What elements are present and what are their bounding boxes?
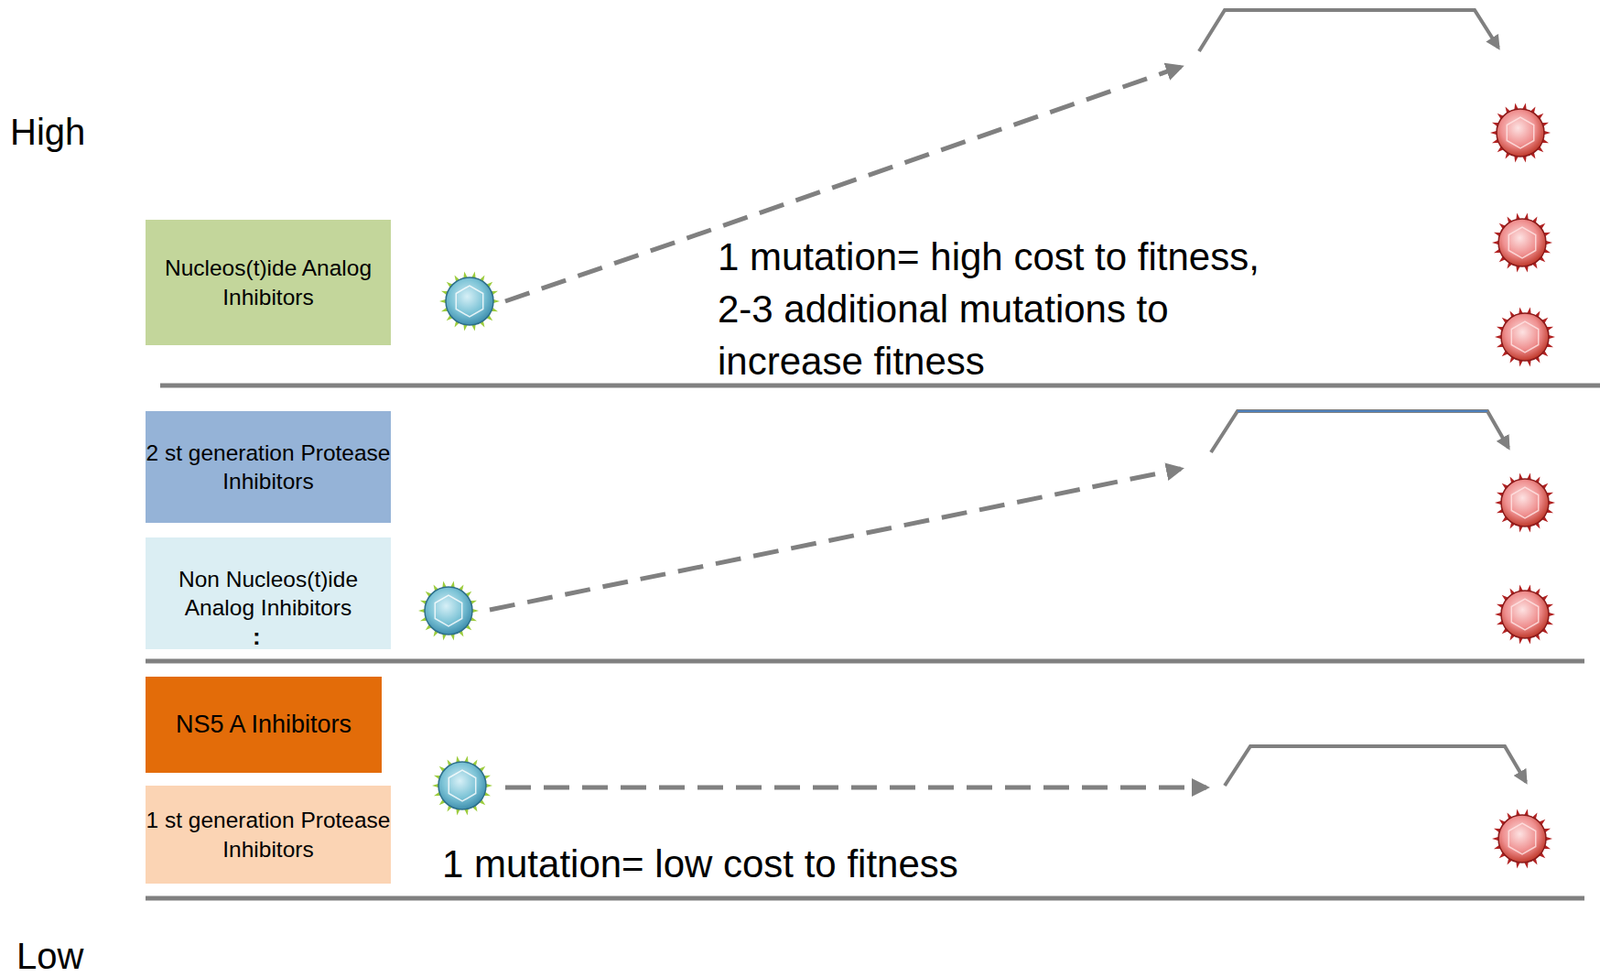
virus-icon: [1494, 584, 1556, 645]
separator: [145, 385, 1600, 898]
drug-class-box: Nucleos(t)ide Analog Inhibitors: [145, 219, 391, 346]
box-label: 2 st generation Protease Inhibitors: [145, 438, 391, 496]
drug-class-box: 2 st generation Protease Inhibitors: [145, 410, 391, 523]
drug-class-box: NS5 A Inhibitors: [145, 676, 382, 773]
accent-line: [1237, 410, 1488, 412]
virus-icon: [1494, 307, 1556, 368]
bent-arrow: [1199, 10, 1526, 786]
separator-mark: :: [252, 622, 261, 651]
dashed-arrow: [489, 66, 1207, 788]
axis-label: Low: [16, 935, 84, 977]
virus-group: [418, 103, 1556, 869]
virus-icon: [1490, 103, 1551, 163]
virus-icon: [432, 756, 493, 816]
box-label: NS5 A Inhibitors: [175, 708, 352, 740]
annotation: 1 mutation= low cost to fitness: [442, 842, 959, 887]
virus-icon: [418, 581, 479, 641]
box-label: 1 st generation Protease Inhibitors: [145, 805, 391, 863]
box-label: Non Nucleos(t)ide Analog Inhibitors: [145, 564, 391, 622]
virus-icon: [1494, 473, 1556, 533]
drug-class-box: 1 st generation Protease Inhibitors: [145, 785, 391, 884]
virus-icon: [1491, 213, 1553, 273]
virus-icon: [439, 271, 500, 332]
virus-icon: [1491, 809, 1553, 869]
axis-label: High: [10, 111, 86, 153]
drug-class-box: Non Nucleos(t)ide Analog Inhibitors: [145, 537, 391, 649]
box-label: Nucleos(t)ide Analog Inhibitors: [145, 253, 391, 311]
annotation: 1 mutation= high cost to fitness, 2-3 ad…: [717, 230, 1304, 388]
